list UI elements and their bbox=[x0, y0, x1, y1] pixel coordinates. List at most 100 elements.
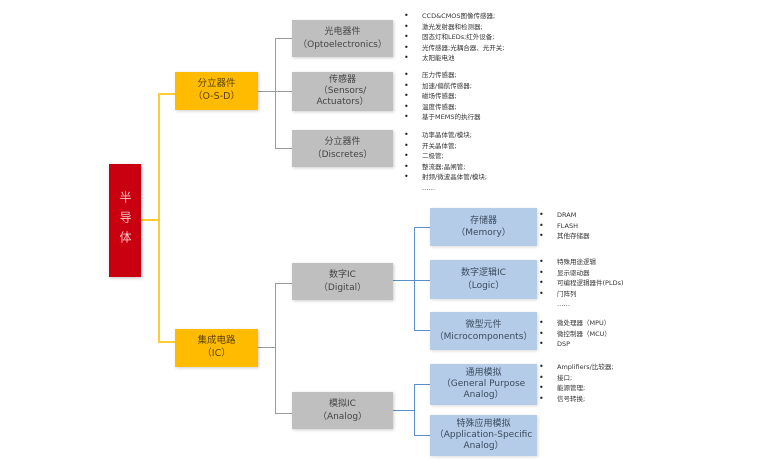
connector-to-logic bbox=[414, 280, 430, 281]
list-logic: 特殊用途逻辑 显示驱动器 可编程逻辑器件(PLDs) 门阵列 …… bbox=[537, 257, 624, 310]
connector-to-as-analog bbox=[414, 435, 430, 436]
connector-osd-trunk bbox=[275, 38, 276, 148]
list-item: 接口; bbox=[537, 373, 614, 384]
node-logic-en: （Logic） bbox=[462, 280, 505, 291]
node-osd: 分立器件 （O-S-D） bbox=[175, 72, 258, 110]
node-application-specific-analog: 特殊应用模拟 （Application-Specific Analog） bbox=[430, 415, 537, 456]
node-ic-en: （IC） bbox=[202, 348, 231, 359]
list-item: 太阳能电池 bbox=[402, 53, 504, 64]
list-item: 功率晶体管/模块; bbox=[402, 130, 487, 141]
list-sensors: 压力传感器; 加速/偏航传感器; 磁场传感器; 温度传感器; 基于MEMS的执行… bbox=[402, 70, 480, 123]
node-microcomponents: 微型元件 （Microcomponents） bbox=[430, 312, 537, 350]
node-digital-ic: 数字IC （Digital） bbox=[292, 263, 393, 300]
node-memory: 存储器 （Memory） bbox=[430, 208, 537, 246]
list-item: 门阵列 bbox=[537, 289, 624, 300]
node-analog-ic: 模拟IC （Analog） bbox=[292, 392, 393, 429]
node-discretes: 分立器件 （Discretes） bbox=[292, 130, 393, 167]
node-gp-en: （General Purpose bbox=[441, 379, 526, 390]
connector-to-discretes bbox=[275, 148, 292, 149]
connector-l1-trunk bbox=[158, 93, 160, 342]
list-item: DSP bbox=[537, 339, 611, 350]
connector-to-opto bbox=[275, 38, 292, 39]
node-ic: 集成电路 （IC） bbox=[175, 329, 258, 367]
node-sensors-cn: 传感器 bbox=[328, 75, 356, 86]
node-analog-en: （Analog） bbox=[317, 411, 368, 422]
list-item: 整流器;晶闸管; bbox=[402, 162, 487, 173]
list-item: CCD&CMOS图像传感器; bbox=[402, 11, 504, 22]
connector-analog-out bbox=[393, 410, 415, 411]
list-item: 压力传感器; bbox=[402, 70, 480, 81]
list-memory: DRAM FLASH 其他存储器 bbox=[537, 210, 590, 242]
list-item: 光传感器;光耦合器、光开关; bbox=[402, 43, 504, 54]
node-sensors-en: （Sensors/ bbox=[318, 86, 367, 97]
node-memory-cn: 存储器 bbox=[469, 215, 497, 226]
connector-to-osd bbox=[158, 93, 175, 95]
list-item: 微处理器（MPU） bbox=[537, 318, 611, 329]
node-optoelectronics: 光电器件 （Optoelectronics） bbox=[292, 20, 393, 57]
node-micro-cn: 微型元件 bbox=[465, 319, 502, 330]
list-item: 能源管理; bbox=[537, 383, 614, 394]
connector-osd-out bbox=[258, 91, 276, 92]
list-item: 加速/偏航传感器; bbox=[402, 81, 480, 92]
list-item: 基于MEMS的执行器 bbox=[402, 112, 480, 123]
list-general-purpose-analog: Amplifiers/比较器; 接口; 能源管理; 信号转换; bbox=[537, 362, 614, 404]
node-opto-cn: 光电器件 bbox=[324, 27, 361, 38]
connector-to-sensors bbox=[275, 91, 292, 92]
list-item: 二极管; bbox=[402, 151, 487, 162]
connector-root bbox=[141, 219, 159, 221]
node-micro-en: （Microcomponents） bbox=[434, 332, 533, 342]
node-osd-en: （O-S-D） bbox=[193, 91, 240, 102]
connector-analog-trunk bbox=[414, 384, 415, 435]
list-optoelectronics: CCD&CMOS图像传感器; 激光发射器和检测器; 固态灯和LEDs;红外设备;… bbox=[402, 11, 504, 64]
connector-to-ic bbox=[158, 341, 175, 343]
node-general-purpose-analog: 通用模拟 （General Purpose Analog） bbox=[430, 364, 537, 405]
node-logic-cn: 数字逻辑IC bbox=[461, 268, 506, 279]
list-item: 显示驱动器 bbox=[537, 268, 624, 279]
connector-ic-out bbox=[258, 347, 276, 348]
connector-to-analog bbox=[275, 413, 292, 414]
node-as-en: （Application-Specific bbox=[434, 430, 533, 441]
list-item: 信号转换; bbox=[537, 394, 614, 405]
list-item: 固态灯和LEDs;红外设备; bbox=[402, 32, 504, 43]
node-as-cn: 特殊应用模拟 bbox=[456, 419, 511, 430]
node-opto-en: （Optoelectronics） bbox=[298, 39, 387, 50]
node-logic: 数字逻辑IC （Logic） bbox=[430, 260, 537, 299]
node-osd-cn: 分立器件 bbox=[197, 78, 236, 90]
node-digital-cn: 数字IC bbox=[329, 270, 356, 281]
connector-digital-out bbox=[393, 280, 415, 281]
list-ellipsis: …… bbox=[557, 300, 570, 308]
list-item: 特殊用途逻辑 bbox=[537, 257, 624, 268]
list-item: 可编程逻辑器件(PLDs) bbox=[537, 278, 624, 289]
node-memory-en: （Memory） bbox=[456, 228, 511, 238]
node-analog-cn: 模拟IC bbox=[329, 399, 356, 410]
connector-to-micro bbox=[414, 330, 430, 331]
connector-digital-trunk bbox=[414, 227, 415, 331]
list-item: 微控制器（MCU） bbox=[537, 329, 611, 340]
connector-to-memory bbox=[414, 227, 430, 228]
list-item: 开关晶体管; bbox=[402, 141, 487, 152]
list-ellipsis: …… bbox=[422, 183, 435, 192]
list-item: 其他存储器 bbox=[537, 231, 590, 242]
connector-to-digital bbox=[275, 283, 292, 284]
list-item: Amplifiers/比较器; bbox=[537, 362, 614, 373]
list-microcomponents: 微处理器（MPU） 微控制器（MCU） DSP bbox=[537, 318, 611, 350]
node-discretes-cn: 分立器件 bbox=[324, 137, 361, 148]
list-discretes: 功率晶体管/模块; 开关晶体管; 二极管; 整流器;晶闸管; 射频/微波晶体管/… bbox=[402, 130, 487, 193]
connector-to-gp-analog bbox=[414, 384, 430, 385]
list-item: 射频/微波晶体管/模块; bbox=[402, 172, 487, 183]
list-item: DRAM bbox=[537, 210, 590, 221]
node-gp-en2: Analog） bbox=[463, 389, 504, 400]
node-ic-cn: 集成电路 bbox=[197, 335, 236, 347]
list-item: FLASH bbox=[537, 221, 590, 232]
node-sensors: 传感器 （Sensors/ Actuators） bbox=[292, 72, 393, 111]
node-digital-en: （Digital） bbox=[318, 282, 367, 293]
node-sensors-en2: Actuators） bbox=[316, 96, 369, 107]
root-label: 半导体 bbox=[118, 190, 133, 251]
node-as-en2: Analog） bbox=[463, 440, 504, 451]
node-gp-cn: 通用模拟 bbox=[465, 368, 502, 379]
node-discretes-en: （Discretes） bbox=[312, 149, 373, 160]
list-item: 激光发射器和检测器; bbox=[402, 22, 504, 33]
root-node-semiconductor: 半导体 bbox=[109, 164, 141, 277]
connector-ic-trunk bbox=[275, 283, 276, 413]
list-item: 磁场传感器; bbox=[402, 91, 480, 102]
